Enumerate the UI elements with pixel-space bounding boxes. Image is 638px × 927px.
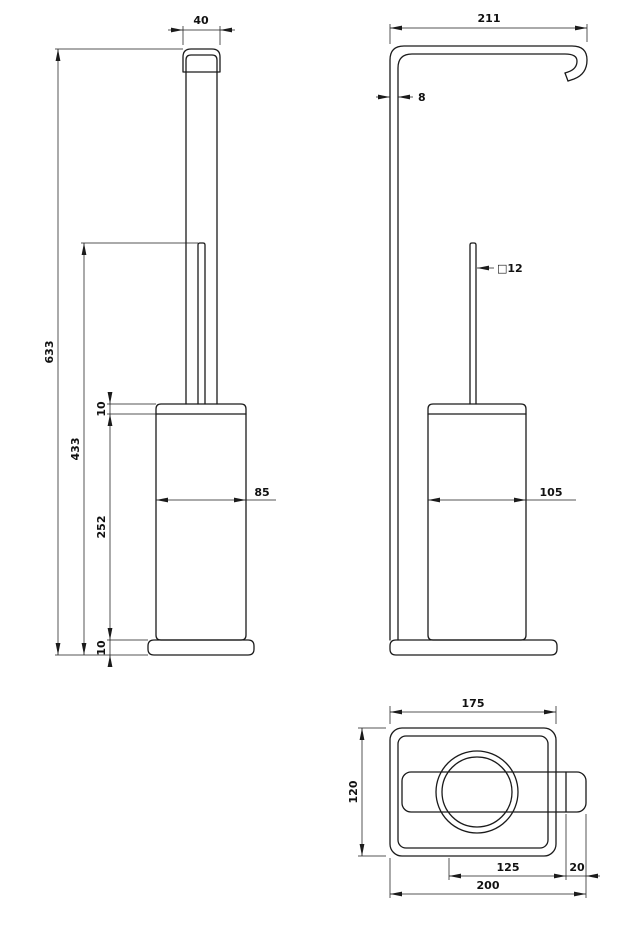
column-cap-inner	[185, 54, 218, 73]
cup-opening-inner	[441, 756, 513, 828]
dim-label-plate-depth: 120	[347, 780, 360, 803]
dim-label-cap-width: 40	[193, 14, 209, 27]
brush-handle	[197, 242, 206, 405]
stand-bar-outer	[389, 45, 588, 641]
dim-label-handle-section: □12	[497, 262, 523, 275]
paper-holder-tip	[564, 72, 569, 82]
front-dimension-lines	[55, 26, 276, 667]
dim-label-plate-width: 175	[462, 697, 485, 710]
plate-outline-outer	[389, 727, 557, 857]
stand-bar-inner	[397, 53, 578, 641]
side-view: 211 8 □12 105	[376, 12, 588, 656]
brush-handle-side	[469, 242, 477, 405]
brush-container	[155, 403, 247, 641]
dim-label-overall-width: 200	[477, 879, 500, 892]
dim-label-rim-height: 10	[95, 401, 108, 417]
dim-label-arm-length: 211	[478, 12, 501, 25]
base-plate-side	[389, 639, 558, 656]
brush-container-side	[427, 403, 527, 641]
dim-label-arm-overhang: 20	[569, 861, 585, 874]
paper-arm-top	[401, 771, 587, 813]
dim-label-body-width: 85	[254, 486, 269, 499]
dim-label-total-height: 633	[43, 341, 56, 364]
dim-label-bar-thickness: 8	[418, 91, 426, 104]
top-dimension-lines	[358, 706, 600, 898]
cup-opening-outer	[435, 750, 519, 834]
front-view: 40 633 433 10 252 10 85	[43, 14, 276, 667]
column-cap	[182, 48, 221, 73]
dim-label-arm-inset: 125	[497, 861, 520, 874]
base-plate	[147, 639, 255, 656]
top-view: 175 120 125 20 200	[347, 697, 600, 898]
side-dimension-lines	[376, 24, 588, 503]
dim-label-handle-height: 433	[69, 438, 82, 461]
dim-label-body-height: 252	[95, 516, 108, 539]
dim-label-body-depth: 105	[540, 486, 563, 499]
dim-label-base-height: 10	[95, 640, 108, 656]
plate-outline-inner	[397, 735, 549, 849]
